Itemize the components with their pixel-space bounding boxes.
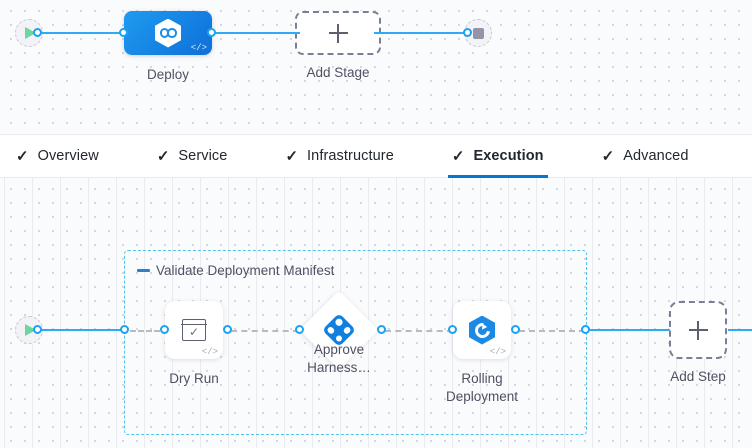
stage-config-tabs: ✓ Overview ✓ Service ✓ Infrastructure ✓ …: [0, 134, 752, 178]
step-label-rolling-line1: Rolling: [461, 371, 503, 386]
check-icon: ✓: [601, 147, 615, 165]
tab-label-service: Service: [178, 148, 228, 164]
tab-label-advanced: Advanced: [623, 148, 689, 164]
tab-overview[interactable]: ✓ Overview: [12, 135, 117, 177]
stage-label-deploy: Deploy: [146, 67, 190, 82]
end-input-port[interactable]: [463, 28, 472, 37]
step-label-approve-harness: Approve Harness…: [284, 341, 394, 377]
start-output-port[interactable]: [33, 28, 42, 37]
step-label-rolling-deployment: Rolling Deployment: [427, 370, 537, 406]
tab-label-infrastructure: Infrastructure: [307, 148, 394, 164]
step-group-title[interactable]: Validate Deployment Manifest: [137, 263, 334, 278]
tab-label-execution: Execution: [473, 148, 544, 164]
tab-advanced[interactable]: ✓ Advanced: [598, 135, 707, 177]
execution-canvas[interactable]: Validate Deployment Manifest ✓ </> Dry R…: [0, 178, 752, 448]
approve-input-port[interactable]: [295, 325, 304, 334]
check-icon: ✓: [285, 147, 299, 165]
check-icon: ✓: [451, 147, 465, 165]
add-step-label: Add Step: [670, 369, 726, 384]
link-dryrun-to-approve: [231, 330, 299, 332]
tab-label-overview: Overview: [37, 148, 99, 164]
code-badge-icon[interactable]: </>: [190, 43, 207, 53]
group-input-port[interactable]: [120, 325, 129, 334]
rolling-input-port[interactable]: [448, 325, 457, 334]
add-step-button[interactable]: Add Step: [669, 301, 727, 384]
rolling-output-port[interactable]: [511, 325, 520, 334]
link-addstep-to-right: [728, 329, 752, 331]
link-start-to-group: [38, 329, 126, 331]
plus-icon: [328, 23, 348, 43]
tab-infrastructure[interactable]: ✓ Infrastructure: [281, 135, 411, 177]
check-icon: ✓: [16, 147, 29, 165]
window-check-icon: ✓: [181, 319, 207, 341]
play-triangle-icon: [25, 27, 36, 39]
group-output-port[interactable]: [581, 325, 590, 334]
step-label-approve-line1: Approve: [313, 342, 365, 357]
collapse-dash-icon[interactable]: [137, 269, 150, 272]
step-label-dry-run: Dry Run: [169, 371, 219, 386]
code-badge-icon[interactable]: </>: [201, 347, 218, 357]
tab-execution[interactable]: ✓ Execution: [447, 135, 562, 178]
step-node-dry-run[interactable]: ✓ </> Dry Run: [165, 301, 223, 386]
step-group-title-label: Validate Deployment Manifest: [156, 263, 335, 278]
play-triangle-icon: [25, 324, 36, 336]
plus-icon: [688, 320, 708, 340]
code-badge-icon[interactable]: </>: [489, 347, 506, 357]
deploy-output-port[interactable]: [207, 28, 216, 37]
approve-output-port[interactable]: [377, 325, 386, 334]
rolling-deployment-icon: [469, 315, 495, 345]
execution-start-output-port[interactable]: [33, 325, 42, 334]
link-approve-to-rolling: [385, 330, 453, 332]
link-group-to-dryrun: [130, 330, 160, 332]
link-rolling-to-groupend: [519, 330, 585, 332]
add-stage-label: Add Stage: [306, 65, 370, 80]
step-group-validate-deployment-manifest[interactable]: Validate Deployment Manifest: [124, 250, 587, 435]
step-label-approve-line2: Harness…: [307, 360, 371, 375]
link-group-to-addstep: [589, 329, 670, 331]
link-deploy-to-addstage: [212, 32, 300, 34]
dryrun-input-port[interactable]: [160, 325, 169, 334]
link-addstage-to-end: [374, 32, 468, 34]
check-glyph: ✓: [188, 325, 200, 339]
step-node-rolling-deployment[interactable]: </> Rolling Deployment: [446, 301, 518, 404]
harness-infinity-glyph: [159, 28, 177, 39]
stage-node-deploy[interactable]: </> Deploy: [124, 11, 212, 82]
stop-square-icon: [472, 27, 484, 39]
step-label-rolling-line2: Deployment: [445, 389, 519, 404]
harness-hexagon-icon: [155, 18, 181, 48]
dryrun-output-port[interactable]: [223, 325, 232, 334]
check-icon: ✓: [156, 147, 170, 165]
add-stage-button[interactable]: Add Stage: [295, 11, 381, 80]
tab-service[interactable]: ✓ Service: [153, 135, 246, 177]
link-start-to-deploy: [38, 32, 128, 34]
deploy-input-port[interactable]: [119, 28, 128, 37]
stage-canvas[interactable]: </> Deploy Add Stage: [0, 0, 752, 134]
